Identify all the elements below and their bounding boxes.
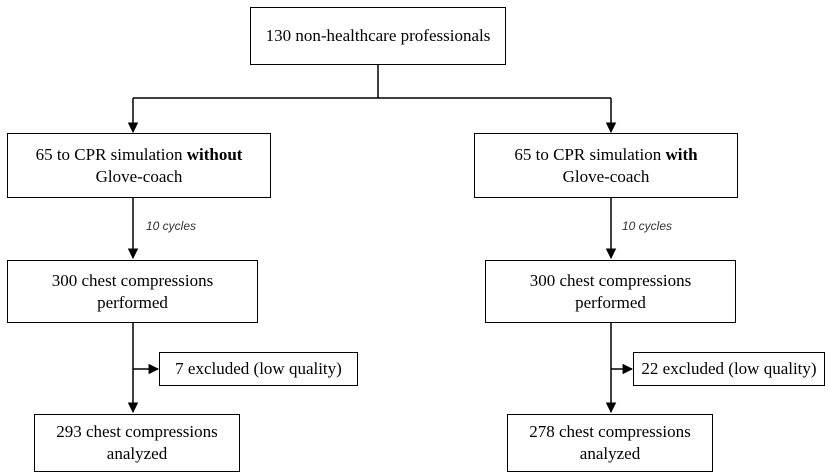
- left-group-box: 65 to CPR simulation without Glove-coach: [7, 133, 271, 198]
- left-performed-line2: performed: [97, 292, 168, 312]
- right-excluded-box: 22 excluded (low quality): [633, 352, 825, 386]
- left-group-prefix: 65 to CPR simulation: [35, 144, 187, 164]
- left-analyzed-line1: 293 chest compressions: [56, 422, 218, 441]
- left-performed-line1: 300 chest compressions: [51, 270, 214, 290]
- right-group-prefix: 65 to CPR simulation: [514, 144, 666, 164]
- right-group-line1: 65 to CPR simulation with: [514, 144, 697, 166]
- total-participants-box: 130 non-healthcare professionals: [250, 7, 506, 65]
- total-participants-text: 130 non-healthcare professionals: [265, 26, 491, 45]
- left-group-emphasis: without: [186, 144, 243, 164]
- left-analyzed-line2: analyzed: [106, 444, 168, 463]
- right-group-emphasis: with: [665, 144, 698, 164]
- left-excluded-text: 7 excluded (low quality): [175, 359, 342, 378]
- right-performed-box: 300 chest compressions performed: [485, 260, 736, 323]
- left-performed-box: 300 chest compressions performed: [7, 260, 258, 323]
- right-performed-line1: 300 chest compressions: [529, 270, 692, 290]
- right-performed-line2: performed: [575, 292, 646, 312]
- right-excluded-text: 22 excluded (low quality): [641, 359, 817, 378]
- left-group-line2: Glove-coach: [95, 166, 183, 186]
- right-cycles-label: 10 cycles: [622, 219, 673, 233]
- right-group-line2: Glove-coach: [562, 166, 650, 186]
- left-excluded-box: 7 excluded (low quality): [159, 352, 358, 386]
- left-cycles-label: 10 cycles: [146, 219, 197, 233]
- left-analyzed-box: 293 chest compressions analyzed: [34, 414, 240, 472]
- right-analyzed-line1: 278 chest compressions: [529, 422, 691, 441]
- left-group-line1: 65 to CPR simulation without: [36, 144, 243, 166]
- right-analyzed-line2: analyzed: [579, 444, 641, 463]
- right-analyzed-box: 278 chest compressions analyzed: [507, 414, 713, 472]
- right-group-box: 65 to CPR simulation with Glove-coach: [474, 133, 738, 198]
